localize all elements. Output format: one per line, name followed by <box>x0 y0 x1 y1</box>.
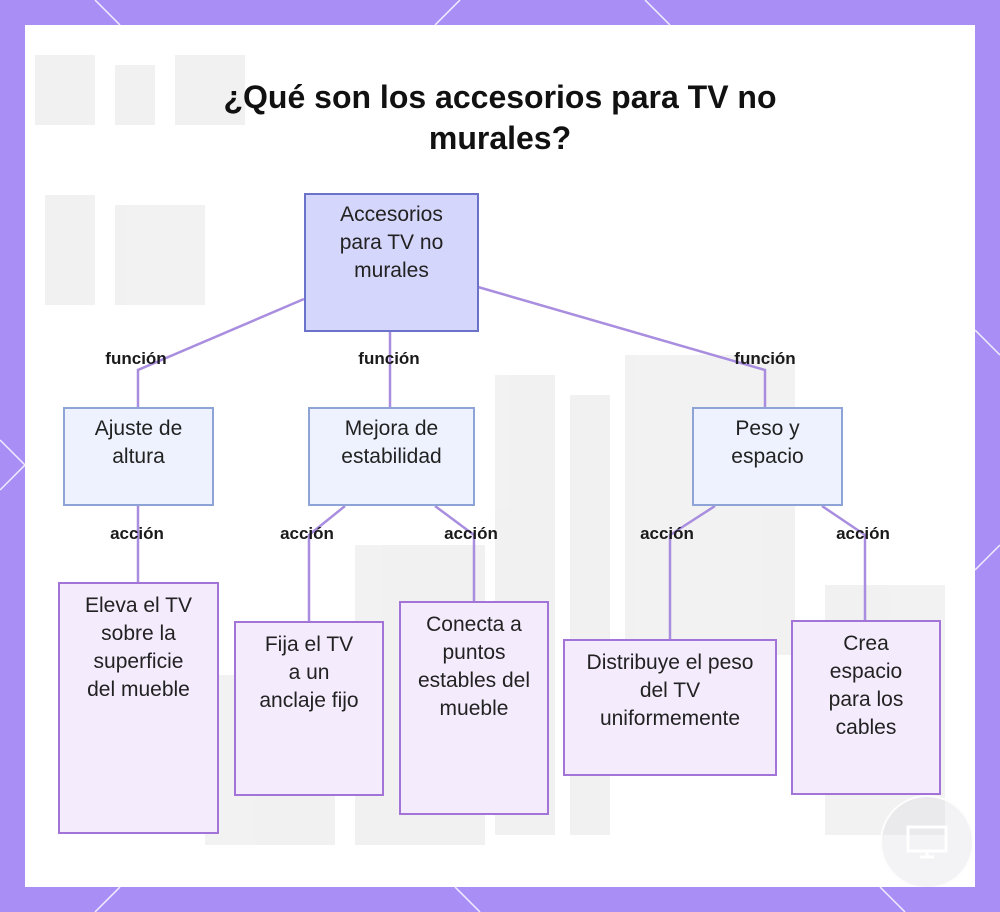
category-node-estabilidad: Mejora de estabilidad <box>308 407 475 506</box>
edge-label-accion: acción <box>280 524 334 543</box>
leaf-node-conecta: Conecta a puntos estables del mueble <box>399 601 549 815</box>
edge-cat2-leaf2 <box>307 505 346 622</box>
leaf-node-distribuye: Distribuye el peso del TV uniformemente <box>563 639 777 776</box>
connector-lines <box>136 285 867 639</box>
edge-root-cat3 <box>477 285 767 408</box>
category-label: Ajuste de altura <box>94 417 183 468</box>
category-label: Peso y espacio <box>731 417 804 468</box>
edge-cat3-leaf4 <box>668 504 716 639</box>
category-label: Mejora de estabilidad <box>341 417 442 468</box>
tv-icon <box>906 825 948 859</box>
edge-root-cat1 <box>136 297 305 408</box>
edge-label-accion: acción <box>640 524 694 543</box>
edge-label-funcion: función <box>358 349 420 368</box>
leaf-label: Eleva el TV sobre la superficie del mueb… <box>85 594 192 701</box>
edge-cat3-leaf5 <box>821 504 867 620</box>
edge-cat2-leaf3 <box>434 504 476 601</box>
edge-label-funcion: función <box>105 349 167 368</box>
edge-label-accion: acción <box>444 524 498 543</box>
diagram-panel: ¿Qué son los accesorios para TV no mural… <box>25 25 975 887</box>
leaf-label: Conecta a puntos estables del mueble <box>417 613 531 720</box>
leaf-label: Crea espacio para los cables <box>828 632 904 739</box>
leaf-node-fija: Fija el TV a un anclaje fijo <box>234 621 384 796</box>
category-node-altura: Ajuste de altura <box>63 407 214 506</box>
watermark-badge <box>880 795 974 887</box>
edge-label-accion: acción <box>110 524 164 543</box>
root-node: Accesorios para TV no murales <box>304 193 479 332</box>
edge-label-accion: acción <box>836 524 890 543</box>
leaf-label: Distribuye el peso del TV uniformemente <box>586 651 754 730</box>
leaf-node-eleva: Eleva el TV sobre la superficie del mueb… <box>58 582 219 834</box>
edge-label-funcion: función <box>734 349 796 368</box>
leaf-node-crea: Crea espacio para los cables <box>791 620 941 795</box>
root-node-label: Accesorios para TV no murales <box>339 203 444 282</box>
diagram-title: ¿Qué son los accesorios para TV no mural… <box>223 79 777 156</box>
leaf-label: Fija el TV a un anclaje fijo <box>259 633 359 712</box>
category-node-peso-espacio: Peso y espacio <box>692 407 843 506</box>
